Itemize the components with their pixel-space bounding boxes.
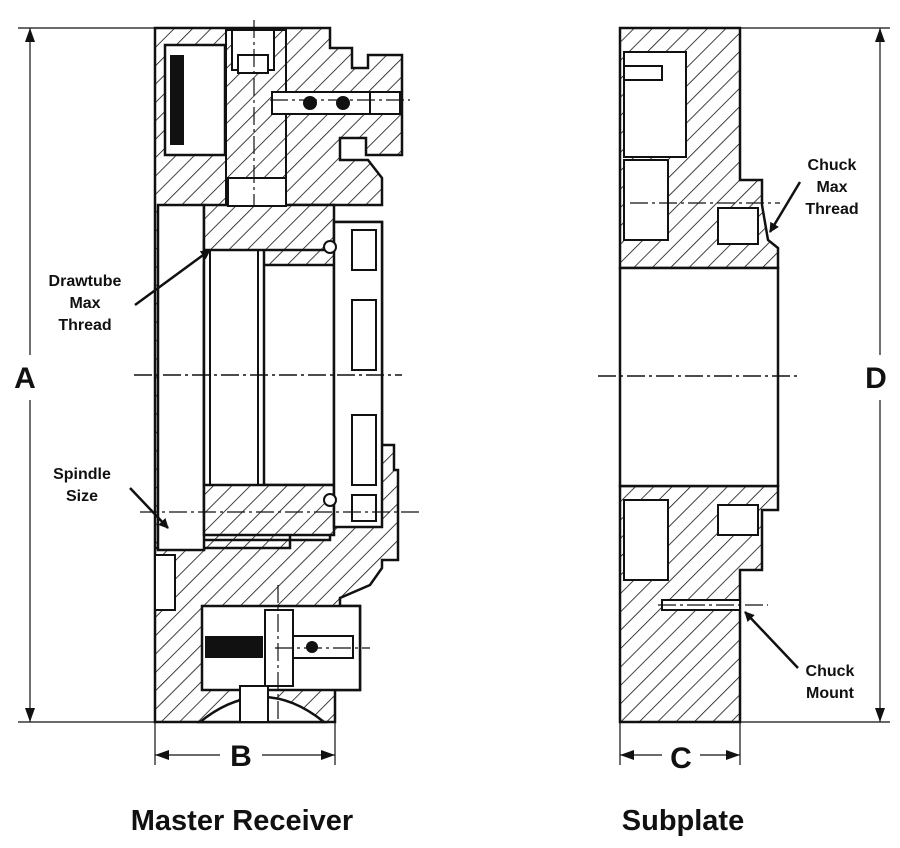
dimension-a-label: A [14, 362, 36, 395]
master-drawtube [202, 238, 266, 514]
spindle-leader [129, 487, 169, 529]
spindle-label-line1: Spindle [53, 466, 111, 483]
chuck-thread-label-line3: Thread [805, 201, 858, 218]
master-receiver-drawing [134, 20, 420, 724]
drawtube-label-line3: Thread [58, 317, 111, 334]
chuck-thread-leader [768, 181, 802, 233]
dimension-lines [18, 27, 890, 765]
drawtube-label-line2: Max [69, 295, 100, 312]
chuck-mount-leader [744, 611, 799, 669]
drawtube-leader [134, 248, 211, 307]
master-bore-wall [156, 203, 206, 552]
master-receiver-caption: Master Receiver [131, 805, 353, 837]
dimension-arrowheads [25, 28, 885, 760]
dimension-b-label: B [230, 740, 252, 773]
dimension-c-label: C [670, 742, 692, 775]
drawtube-label-line1: Drawtube [49, 273, 122, 290]
subplate-drawing [598, 26, 800, 724]
chuck-mount-label-line1: Chuck [806, 663, 855, 680]
spindle-label-line2: Size [66, 488, 98, 505]
chuck-mount-label-line2: Mount [806, 685, 855, 702]
chuck-thread-label-line1: Chuck [808, 157, 857, 174]
chuck-thread-label-line2: Max [816, 179, 847, 196]
subplate-bore [618, 266, 780, 488]
leader-arrows [129, 181, 802, 669]
dimension-d-label: D [865, 362, 887, 395]
subplate-caption: Subplate [622, 805, 744, 837]
